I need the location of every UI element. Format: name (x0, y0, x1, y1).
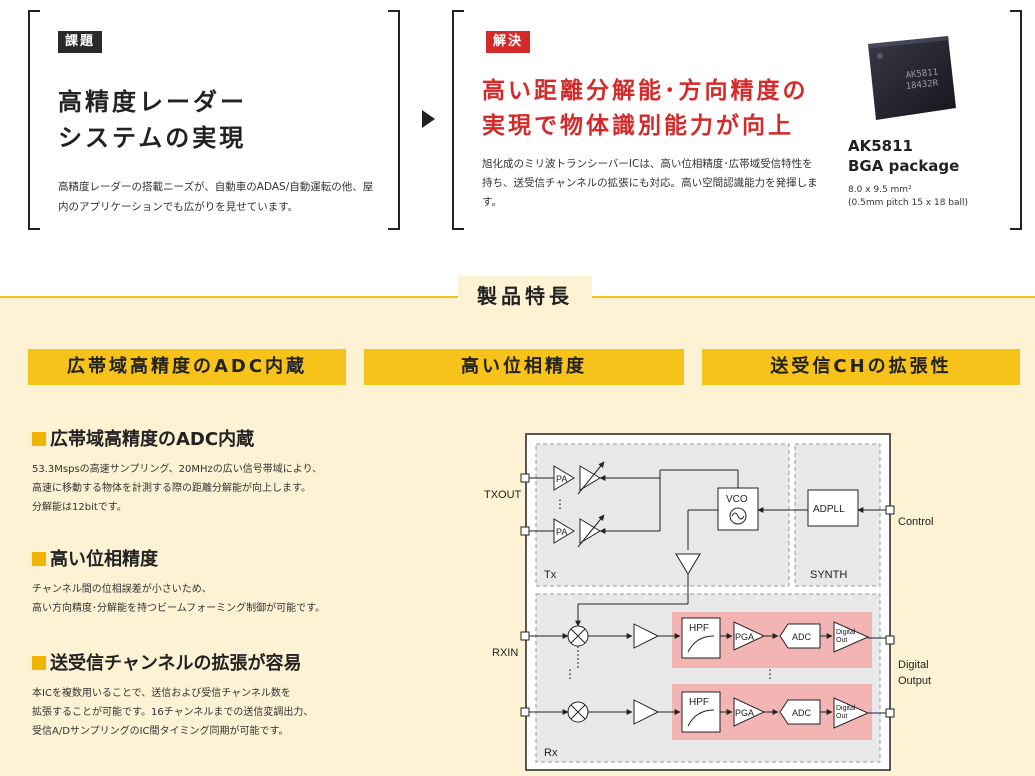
svg-text:18432R: 18432R (905, 79, 939, 92)
solution-body: 旭化成のミリ波トランシーバーICは、高い位相精度･広帯域受信特性を持ち、送受信チ… (482, 158, 818, 208)
arrow-icon (422, 110, 435, 128)
problem-bracket-left (28, 10, 40, 230)
feature-desc-adc: 53.3Mspsの高速サンプリング、20MHzの広い信号帯域により、 高速に移動… (32, 464, 323, 513)
feature-title-text: 高い位相精度 (50, 549, 158, 570)
tab-adc: 広帯域高精度のADC内蔵 (28, 349, 346, 385)
hpf-2 (681, 691, 721, 733)
pga-1 (733, 621, 766, 651)
svg-text:PGA: PGA (735, 632, 754, 642)
square-bullet-icon (32, 432, 46, 446)
svg-text:ADC: ADC (792, 708, 812, 718)
solution-tag: 解決 (486, 31, 531, 53)
svg-text:Digital: Digital (836, 705, 856, 712)
problem-heading: 高精度レーダー システムの実現 (58, 88, 247, 152)
vco-block (717, 487, 759, 531)
pin-dout1 (885, 635, 895, 645)
pin-rx2 (520, 707, 530, 717)
pin-tx1 (520, 473, 530, 483)
digital-out-2 (833, 697, 870, 729)
problem-body: 高精度レーダーの搭載ニーズが、自動車のADAS/自動運転の他、屋内のアプリケーシ… (58, 181, 374, 213)
tab-phase: 高い位相精度 (364, 349, 684, 385)
svg-text:Digital: Digital (836, 629, 856, 636)
chip-name: AK5811 BGA package (848, 137, 960, 175)
lo-buffer (675, 553, 701, 575)
pga-2 (733, 697, 766, 727)
digital-output-label-1: Digital (898, 659, 929, 671)
lna-1 (633, 623, 660, 649)
section-rule-right (592, 296, 1035, 298)
chip-spec: 8.0 x 9.5 mm² (0.5mm pitch 15 x 18 ball) (848, 185, 969, 208)
adpll-block (807, 489, 859, 527)
digital-out-1 (833, 621, 870, 653)
lna-2 (633, 699, 660, 725)
sine-icon (729, 507, 747, 525)
solution-bracket-right (1010, 10, 1022, 230)
solution-bracket-left (452, 10, 464, 230)
pin-dout2 (885, 708, 895, 718)
rx-ellipsis-right: ⋮ (764, 667, 776, 681)
chip-image: AK5811 18432R (868, 36, 956, 120)
txout-label: TXOUT (484, 489, 522, 501)
svg-text:HPF: HPF (689, 697, 709, 708)
block-diagram: Tx SYNTH Rx TXOUT RXIN Control Digital O… (484, 433, 933, 771)
feature-desc-expansion: 本ICを複数用いることで、送信および受信チャンネル数を 拡張することが可能です。… (32, 688, 314, 737)
svg-text:PA: PA (556, 474, 567, 484)
feature-title-adc: 広帯域高精度のADC内蔵 (32, 428, 254, 452)
problem-tag: 課題 (58, 31, 103, 53)
tx-ellipsis: ⋮ (554, 497, 566, 511)
pin-tx2 (520, 526, 530, 536)
svg-text:AK5811: AK5811 (905, 68, 938, 81)
solution-heading: 高い距離分解能･方向精度の 実現で物体識別能力が向上 (482, 78, 809, 139)
digital-output-label-2: Output (898, 675, 931, 687)
svg-text:PA: PA (556, 527, 567, 537)
pin-rx1 (520, 631, 530, 641)
feature-title-phase: 高い位相精度 (32, 548, 158, 572)
feature-title-expansion: 送受信チャンネルの拡張が容易 (32, 652, 301, 676)
feature-title-text: 広帯域高精度のADC内蔵 (50, 429, 255, 450)
svg-text:HPF: HPF (689, 623, 709, 634)
top-panel: 課題 高精度レーダー システムの実現 高精度レーダーの搭載ニーズが、自動車のAD… (0, 0, 1035, 290)
tx-label: Tx (544, 569, 557, 581)
phase-shifter-1 (577, 461, 605, 495)
section-rule-left (0, 296, 458, 298)
vco-label: VCO (726, 494, 748, 505)
svg-text:Out: Out (836, 637, 847, 644)
adpll-label: ADPLL (813, 504, 845, 515)
square-bullet-icon (32, 656, 46, 670)
svg-text:PGA: PGA (735, 708, 754, 718)
svg-text:ADC: ADC (792, 632, 812, 642)
feature-title-text: 送受信チャンネルの拡張が容易 (50, 653, 302, 674)
svg-text:Out: Out (836, 713, 847, 720)
section-title: 製品特長 (458, 276, 592, 316)
synth-label: SYNTH (810, 569, 847, 581)
control-label: Control (898, 516, 933, 528)
feature-desc-phase: チャンネル間の位相誤差が小さいため、 高い方向精度･分解能を持つビームフォーミン… (32, 584, 326, 614)
rxin-label: RXIN (492, 647, 518, 659)
rx-label: Rx (544, 747, 558, 759)
pin-control (885, 505, 895, 515)
tab-expansion: 送受信CHの拡張性 (702, 349, 1020, 385)
problem-bracket-right (388, 10, 400, 230)
phase-shifter-2 (577, 514, 605, 548)
square-bullet-icon (32, 552, 46, 566)
rx-ellipsis-left: ⋮ (564, 667, 576, 681)
